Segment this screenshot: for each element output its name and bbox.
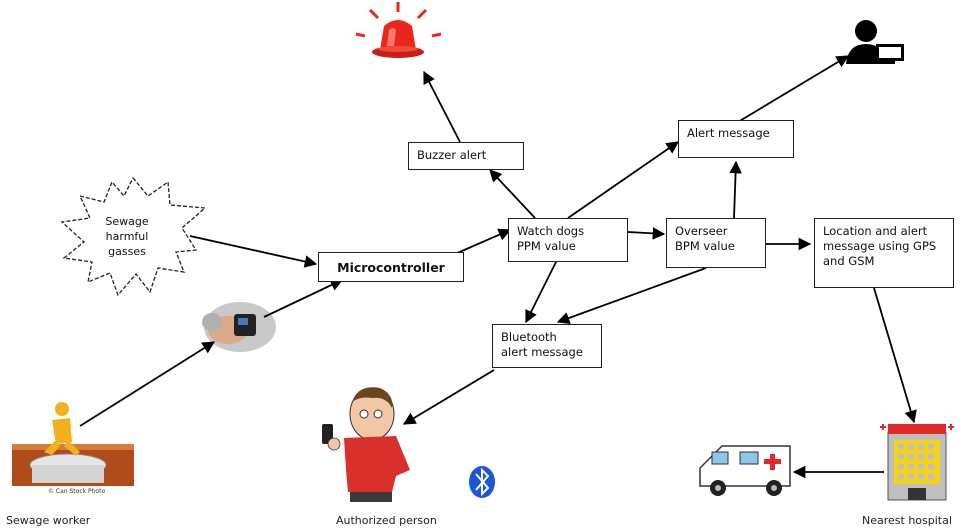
watch-dogs-label-line2: PPM value bbox=[517, 239, 576, 253]
arrow-sensor-to-microcontroller bbox=[263, 279, 344, 318]
overseer-label-line1: Overseer bbox=[675, 224, 728, 238]
alert-message-box: Alert message bbox=[678, 120, 794, 158]
gas-label-line1: Sewage bbox=[105, 215, 149, 228]
arrow-buzzer-to-siren bbox=[423, 70, 461, 143]
microcontroller-box: Microcontroller bbox=[318, 252, 464, 282]
user-computer-icon bbox=[846, 20, 904, 64]
person-with-phone-icon bbox=[322, 387, 410, 502]
watch-dogs-box: Watch dogs PPM value bbox=[508, 218, 628, 262]
buzzer-alert-label: Buzzer alert bbox=[417, 148, 487, 162]
arrow-watchdogs-to-bluetooth bbox=[525, 261, 557, 324]
sewage-worker-icon bbox=[12, 402, 134, 486]
location-label-line1: Location and alert bbox=[823, 224, 928, 238]
arrow-bluetooth-to-person bbox=[402, 369, 495, 425]
bluetooth-alert-box: Bluetooth alert message bbox=[492, 324, 602, 368]
arrow-microcontroller-to-watchdogs bbox=[454, 228, 512, 255]
wearable-sensor-icon bbox=[202, 302, 276, 352]
overseer-box: Overseer BPM value bbox=[666, 218, 766, 268]
sewage-worker-caption: Sewage worker bbox=[6, 514, 91, 527]
alert-message-label: Alert message bbox=[687, 126, 770, 140]
arrow-watchdogs-to-buzzer bbox=[489, 169, 536, 219]
ambulance-icon bbox=[699, 445, 791, 496]
buzzer-alert-box: Buzzer alert bbox=[408, 142, 524, 170]
arrow-alert-to-user bbox=[737, 55, 850, 123]
alarm-siren-icon bbox=[355, 2, 442, 58]
microcontroller-label: Microcontroller bbox=[337, 260, 445, 275]
arrow-location-to-hospital bbox=[873, 287, 917, 424]
bluetooth-label-line2: alert message bbox=[501, 345, 583, 359]
nearest-hospital-caption: Nearest hospital bbox=[862, 514, 952, 527]
location-label-line3: and GSM bbox=[823, 254, 875, 268]
gas-label: Sewage harmful gasses bbox=[96, 214, 158, 259]
watch-dogs-label-line1: Watch dogs bbox=[517, 224, 585, 238]
authorized-person-caption: Authorized person bbox=[336, 514, 437, 527]
location-gps-gsm-box: Location and alert message using GPS and… bbox=[814, 218, 954, 288]
gas-label-line2: harmful bbox=[105, 230, 149, 243]
gas-label-line3: gasses bbox=[108, 245, 146, 258]
bluetooth-label-line1: Bluetooth bbox=[501, 330, 557, 344]
stock-photo-credit: © Can Stock Photo bbox=[48, 488, 106, 495]
overseer-label-line2: BPM value bbox=[675, 239, 735, 253]
arrow-watchdogs-to-overseer bbox=[627, 227, 666, 240]
arrow-worker-to-sensor bbox=[79, 341, 216, 427]
gas-cloud-shape bbox=[60, 176, 207, 297]
arrow-gas-to-microcontroller bbox=[189, 235, 318, 268]
location-label-line2: message using GPS bbox=[823, 239, 937, 253]
hospital-building-icon bbox=[880, 424, 954, 501]
arrow-watchdogs-to-alert bbox=[567, 141, 680, 219]
arrow-overseer-to-bluetooth bbox=[556, 267, 707, 325]
bluetooth-icon bbox=[469, 466, 495, 498]
arrow-overseer-to-alert bbox=[729, 160, 742, 219]
